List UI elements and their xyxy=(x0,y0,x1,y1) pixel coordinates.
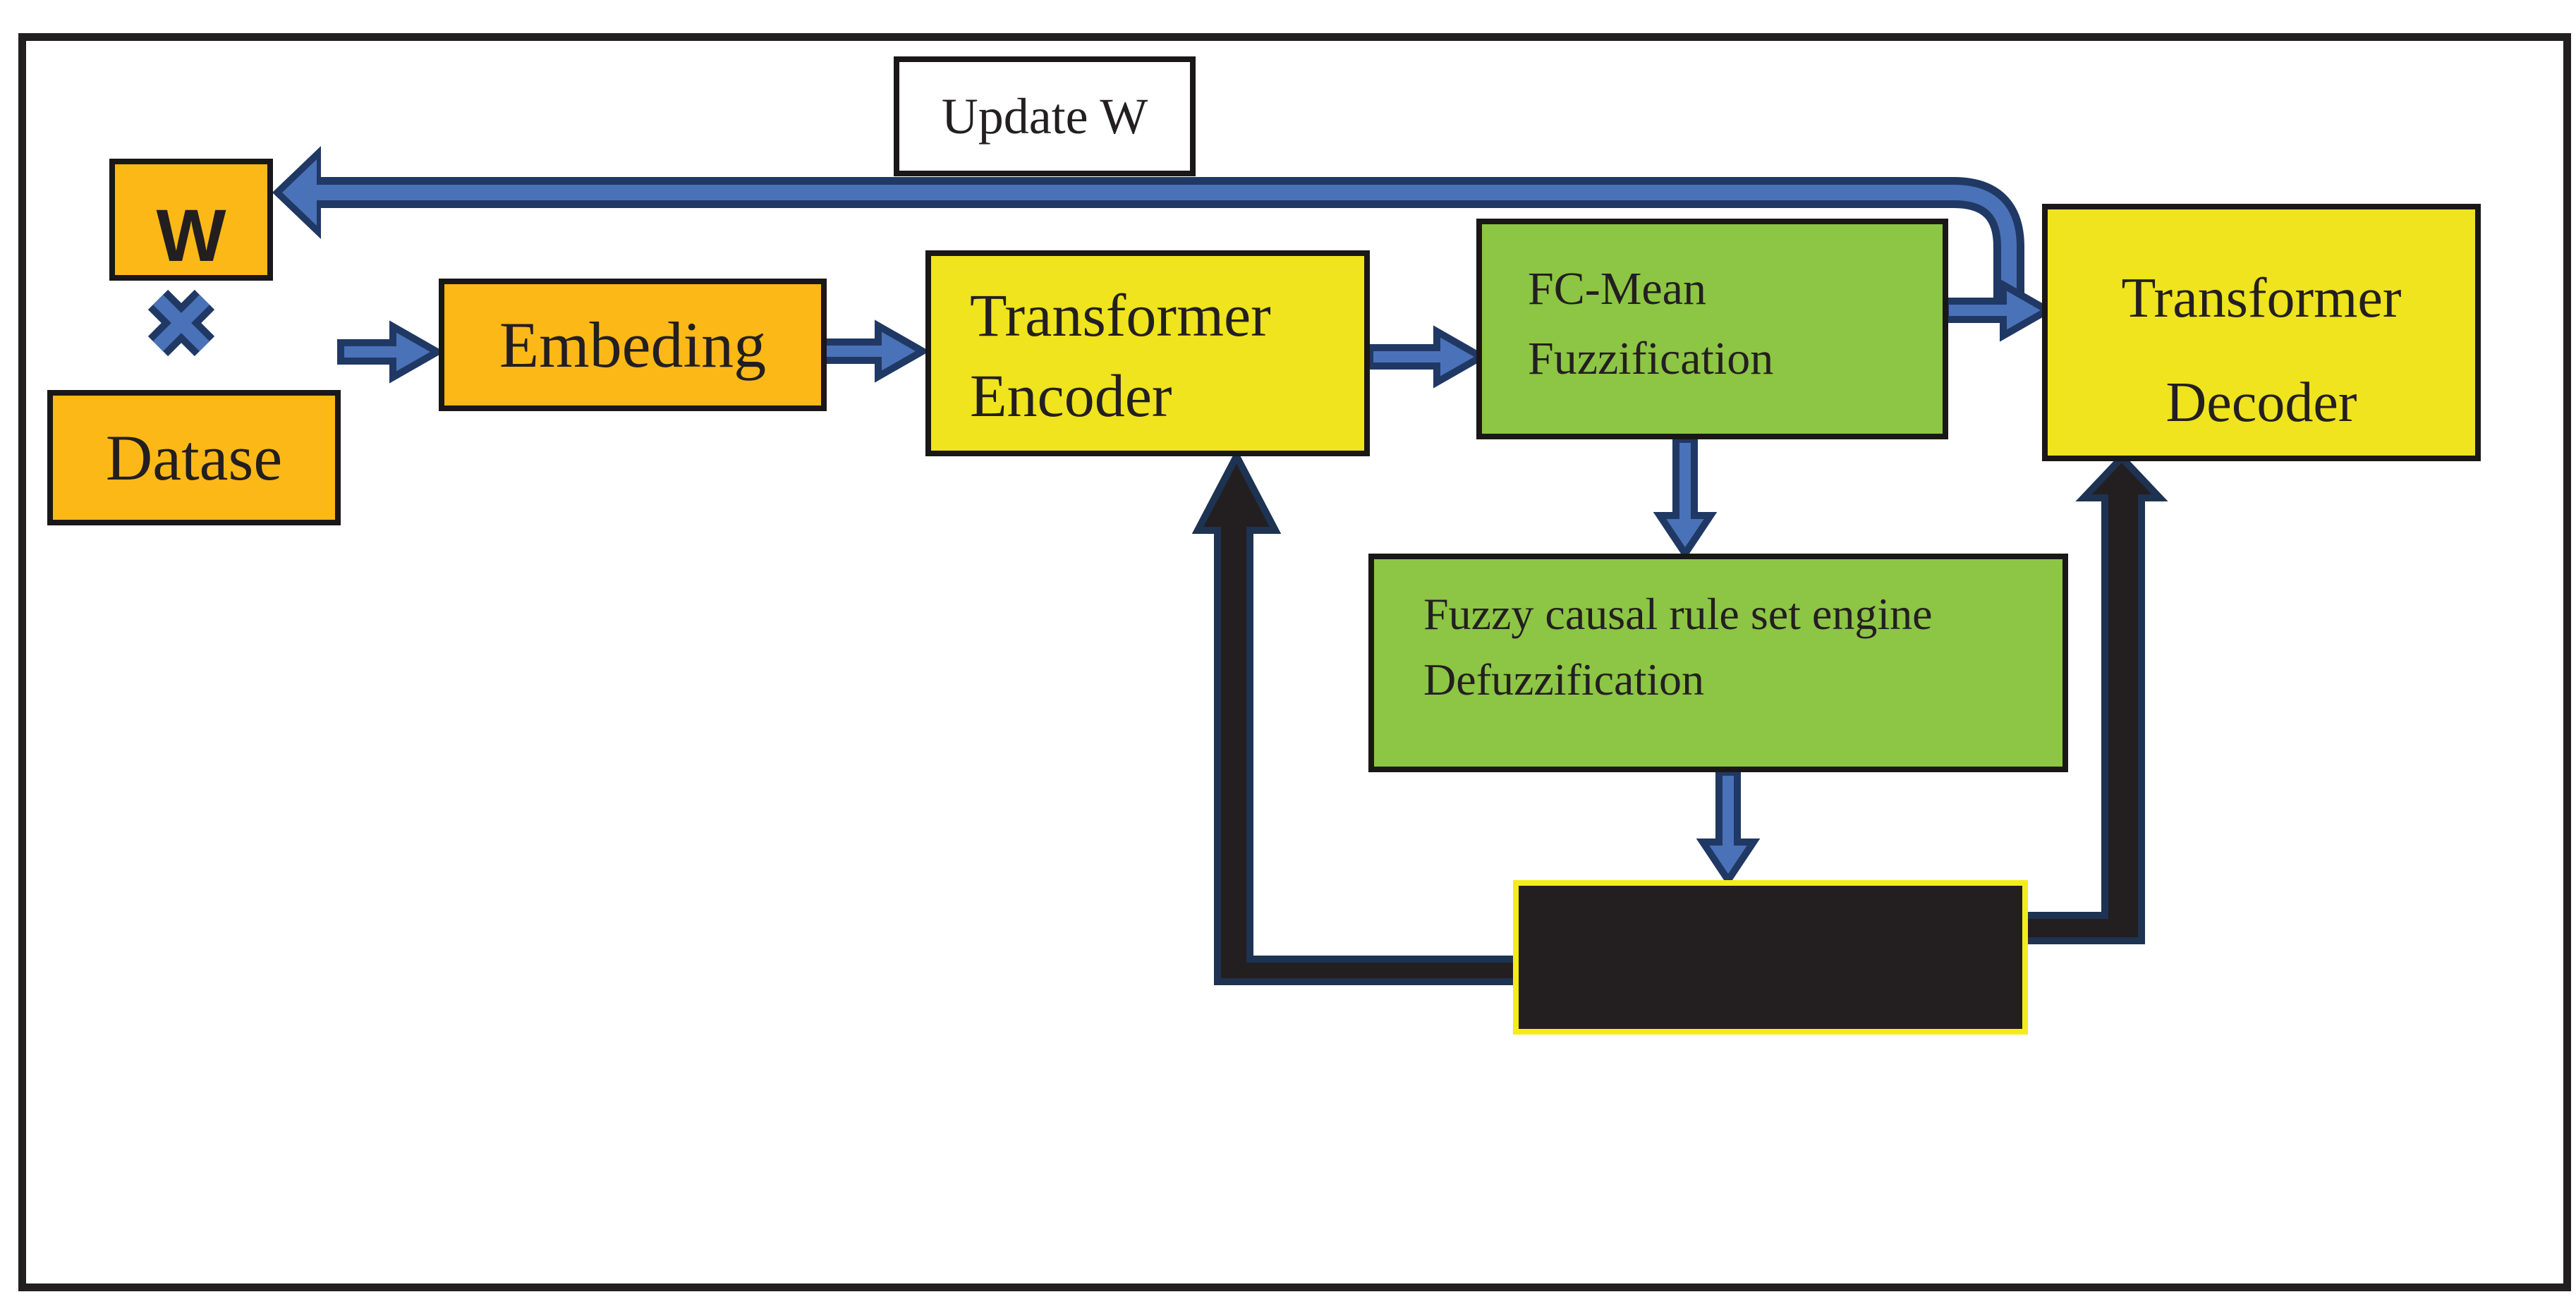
fc-mean-fuzzification-box: FC-Mean Fuzzification xyxy=(1476,219,1948,439)
outer-frame xyxy=(18,33,2571,1291)
arrow-encoder-to-fcmean xyxy=(1366,325,1489,389)
update-w-label: Update W xyxy=(941,87,1148,145)
fuzzy-label-line1: Fuzzy causal rule set engine xyxy=(1423,589,1933,639)
decoder-label-line1: Transformer xyxy=(2121,267,2402,329)
arrow-fcmean-to-decoder xyxy=(1942,279,2055,342)
black-box xyxy=(1513,880,2028,1035)
transformer-encoder-box: Transformer Encoder xyxy=(925,250,1370,456)
arrow-fcmean-to-fuzzy xyxy=(1653,436,1718,561)
update-w-feedback-arrowhead xyxy=(282,159,317,226)
fcmean-label-line2: Fuzzification xyxy=(1528,333,1774,384)
fuzzy-label-line2: Defuzzification xyxy=(1423,654,1704,705)
dataset-label: Datase xyxy=(105,422,283,494)
multiply-icon xyxy=(147,289,215,357)
update-w-box: Update W xyxy=(894,56,1196,176)
update-w-feedback-line xyxy=(315,185,2017,302)
arrow-dataset-to-embedding xyxy=(337,320,445,384)
w-box: W xyxy=(109,159,273,281)
decoder-label-line2: Decoder xyxy=(2165,372,2357,434)
embedding-box: Embeding xyxy=(439,279,827,411)
transformer-decoder-box: Transformer Decoder xyxy=(2042,204,2481,461)
arrow-embedding-to-encoder xyxy=(816,319,930,383)
dataset-box: Datase xyxy=(47,390,341,525)
fuzzy-rule-engine-box: Fuzzy causal rule set engine Defuzzifica… xyxy=(1368,554,2068,772)
fcmean-label-line1: FC-Mean xyxy=(1528,263,1706,315)
encoder-label-line1: Transformer xyxy=(970,281,1271,349)
embedding-label: Embeding xyxy=(499,309,767,381)
w-label: W xyxy=(156,194,226,277)
arrow-fuzzy-to-blackbox xyxy=(1696,769,1761,887)
encoder-label-line2: Encoder xyxy=(970,361,1172,429)
